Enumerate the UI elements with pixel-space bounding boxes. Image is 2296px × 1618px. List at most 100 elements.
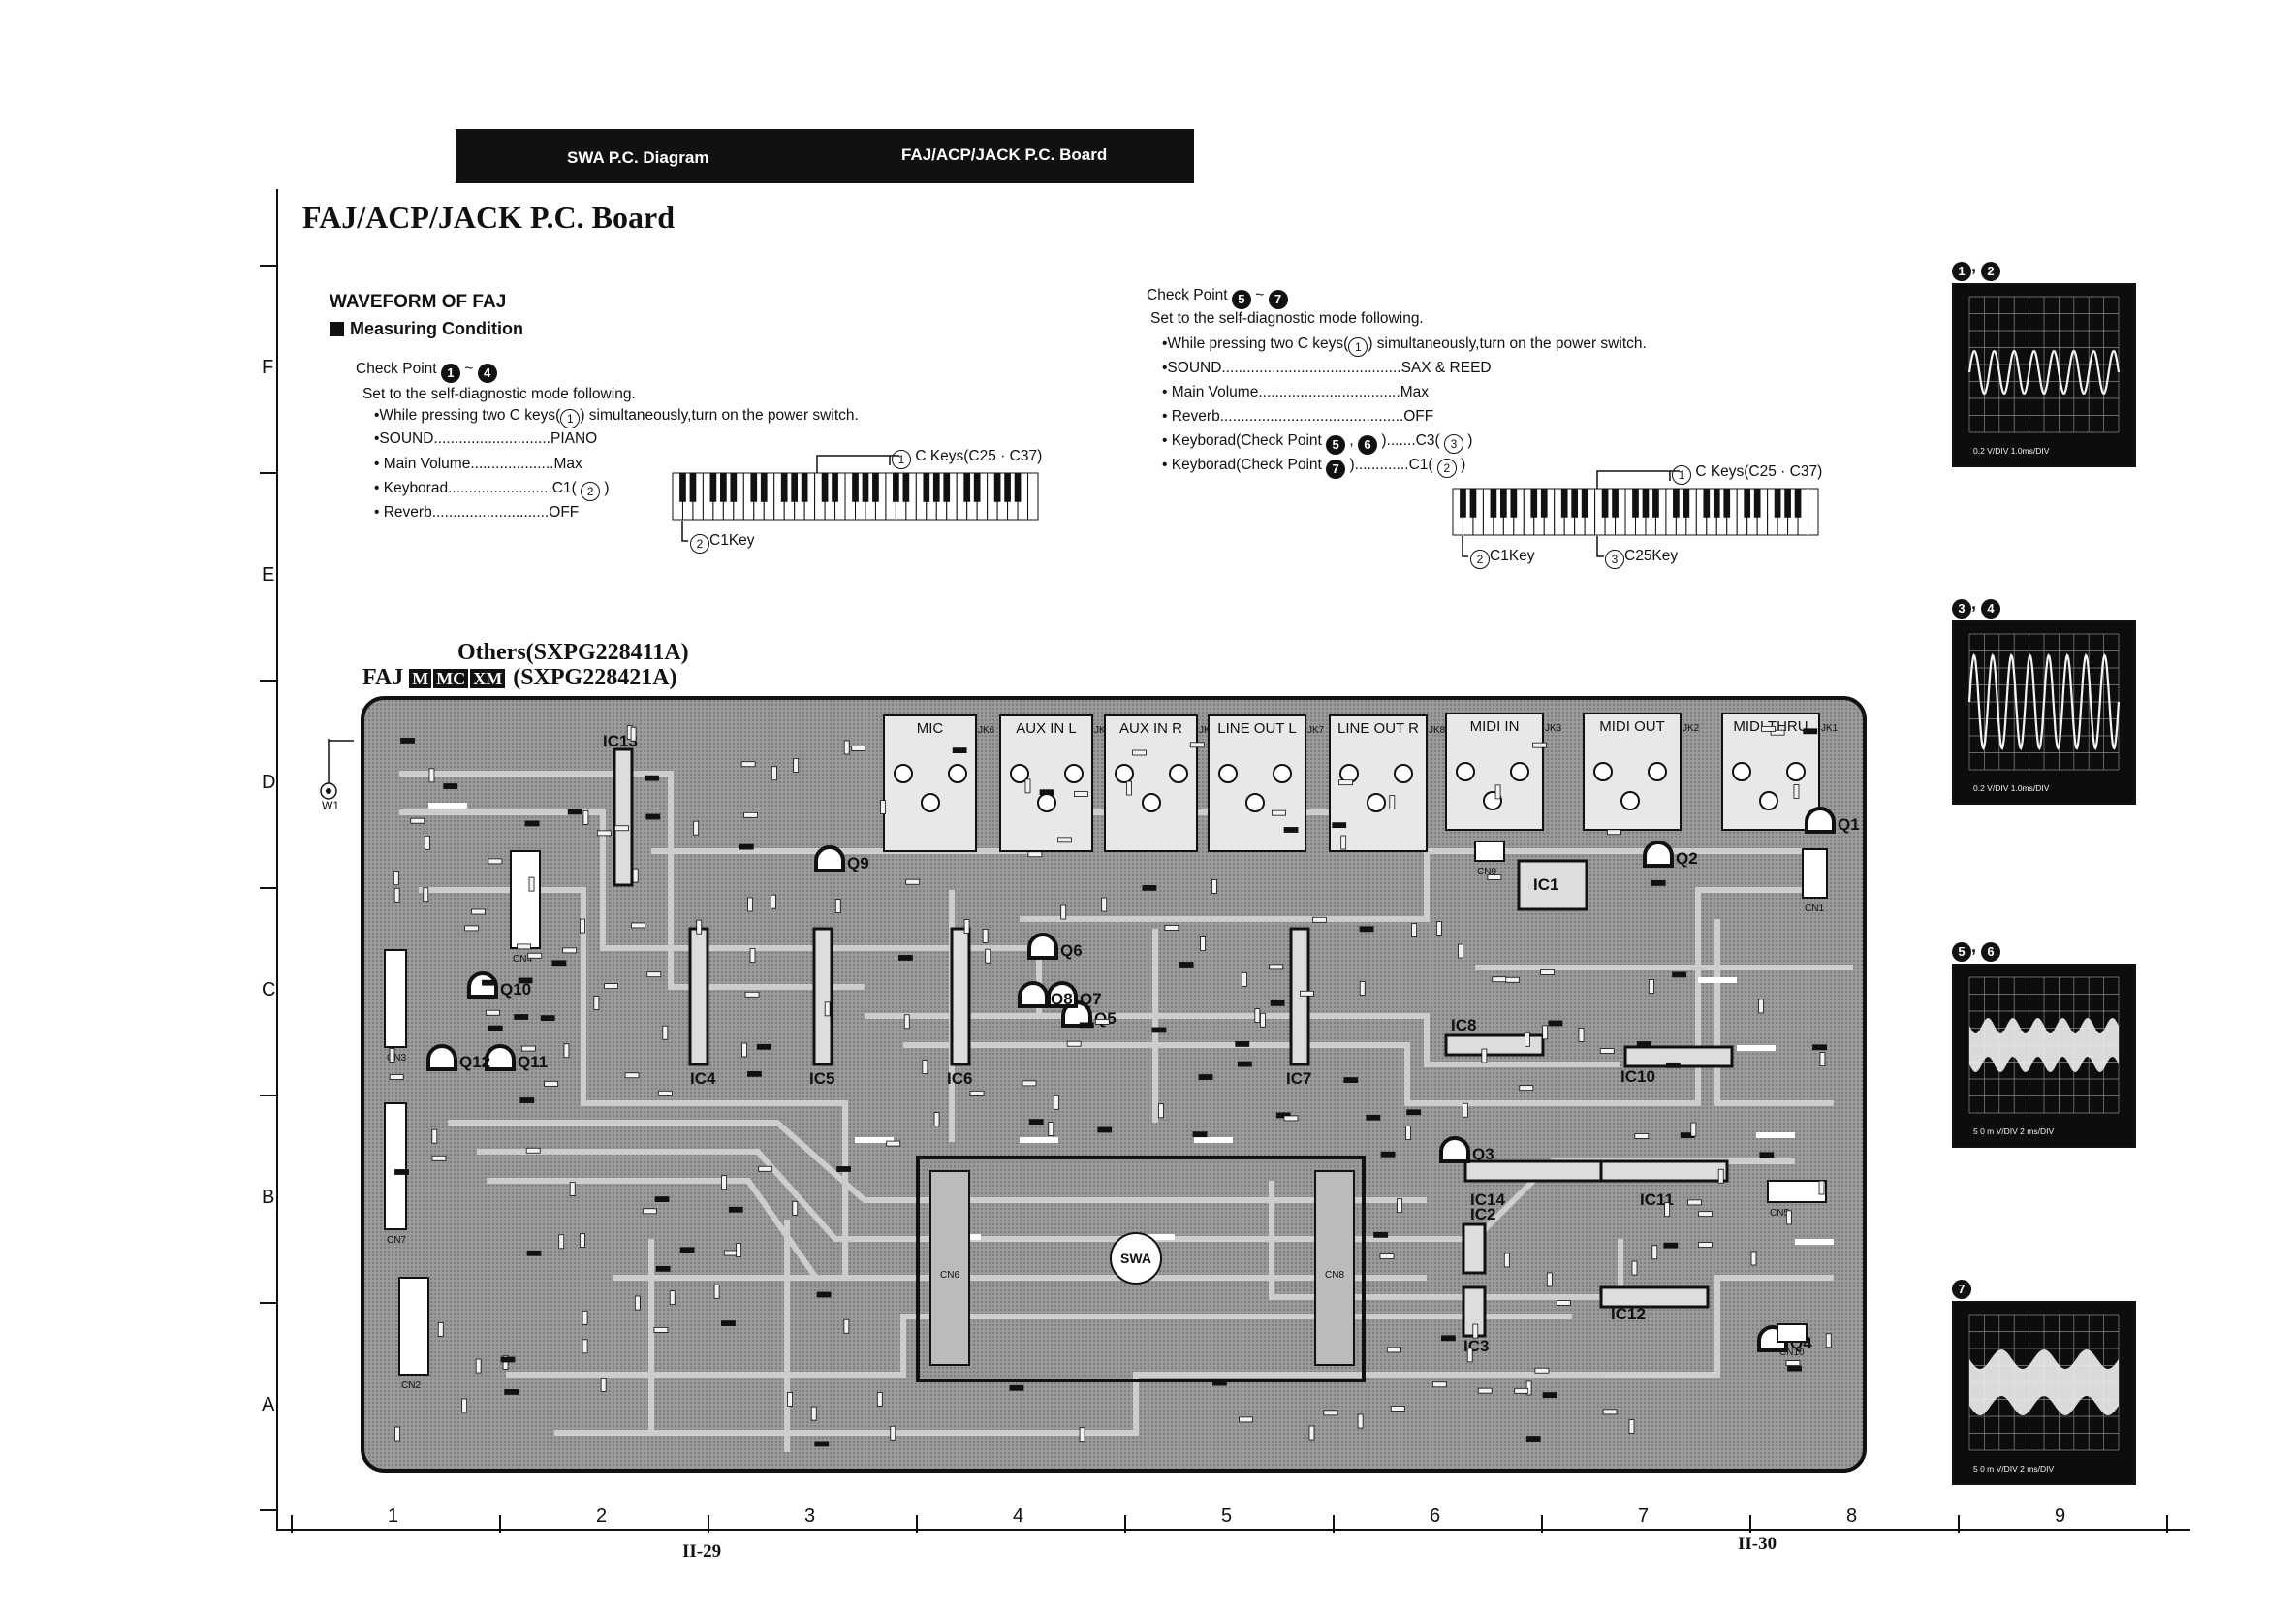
passive-component: [1556, 1300, 1571, 1306]
jack-id: JK7: [1307, 725, 1325, 736]
passive-component: [1094, 1018, 1110, 1025]
passive-component: [1269, 964, 1284, 970]
black-key: [1642, 489, 1650, 518]
black-key: [923, 473, 930, 502]
cp2-keyboard-7: • Keyborad(Check Point 7 ).............C…: [1162, 457, 1465, 479]
checkpoint-5-icon: 5: [1231, 290, 1251, 309]
black-key: [1683, 489, 1690, 518]
passive-component: [1211, 878, 1217, 894]
passive-component: [679, 1247, 695, 1253]
passive-component: [1260, 1012, 1266, 1028]
black-key: [1723, 489, 1731, 518]
passive-component: [1142, 884, 1157, 891]
grid-row-tick: [260, 1095, 277, 1096]
black-key: [1469, 489, 1477, 518]
square-bullet-icon: [330, 322, 344, 336]
jack-pin: [1648, 762, 1667, 781]
passive-component: [836, 1166, 851, 1172]
waveform-trace: [1967, 349, 2121, 396]
black-key: [1560, 489, 1568, 518]
passive-component: [1239, 1416, 1253, 1423]
passive-component: [1270, 999, 1285, 1006]
transistor-label: Q7: [1080, 990, 1102, 1008]
scope-readout: 0.2 V/DIV 1.0ms/DIV: [1973, 446, 2050, 456]
passive-component: [1503, 1253, 1510, 1268]
passive-component: [1308, 1425, 1315, 1441]
ic-label: IC5: [809, 1069, 834, 1088]
grid-col-8: 8: [1846, 1506, 1858, 1527]
ic-body: [1462, 1222, 1487, 1275]
black-key: [1014, 473, 1022, 502]
passive-component: [903, 1014, 910, 1030]
passive-component: [544, 1080, 559, 1087]
ic-body: [1444, 1033, 1545, 1057]
connector-label: CN8: [1325, 1270, 1344, 1281]
passive-component: [593, 996, 600, 1010]
jack-id: JK5: [1199, 725, 1216, 736]
passive-component: [517, 943, 531, 950]
jack-pin: [1510, 762, 1529, 781]
passive-component: [389, 1074, 404, 1080]
cp1-while-text: •While pressing two C keys(1) simultaneo…: [374, 407, 859, 428]
jack-pin: [1786, 762, 1806, 781]
passive-component: [1359, 981, 1366, 996]
grid-row-tick: [260, 472, 277, 474]
board-label-others: Others(SXPG228411A): [457, 640, 689, 665]
passive-component: [596, 830, 612, 837]
passive-component: [485, 1009, 500, 1016]
passive-component: [526, 1250, 542, 1256]
keyboard-diagram-1: [672, 455, 1039, 542]
passive-component: [394, 1169, 409, 1175]
passive-component: [514, 1014, 529, 1020]
jack-pin: [921, 793, 940, 812]
scope-readout: 5 0 m V/DIV 2 ms/DIV: [1973, 1464, 2054, 1474]
connector-label: CN1: [1805, 904, 1824, 914]
passive-component: [1458, 943, 1463, 959]
black-key: [720, 473, 727, 502]
jack-pin: [1218, 764, 1238, 783]
passive-component: [1242, 971, 1247, 987]
black-key: [679, 473, 686, 502]
passive-component: [504, 1389, 519, 1395]
passive-component: [1340, 835, 1347, 850]
black-key: [1581, 489, 1588, 518]
jack-label: MIDI OUT: [1599, 718, 1665, 735]
passive-component: [756, 1043, 771, 1050]
passive-component: [428, 768, 435, 783]
passive-component: [1380, 1151, 1396, 1158]
passive-component: [1158, 1103, 1164, 1119]
passive-component: [1690, 1122, 1697, 1137]
passive-component: [1525, 1031, 1530, 1047]
grid-row-tick: [260, 1302, 277, 1304]
grid-col-tick: [1749, 1515, 1751, 1533]
grid-col-tick: [1124, 1515, 1126, 1533]
jack-0: [883, 714, 977, 852]
passive-component: [580, 918, 585, 934]
passive-component: [524, 820, 540, 827]
grid-col-7: 7: [1638, 1506, 1650, 1527]
passive-component: [562, 947, 578, 954]
waveform-trace: [1969, 1349, 2119, 1415]
white-key: [1808, 488, 1819, 536]
passive-component: [1785, 1360, 1801, 1367]
passive-component: [758, 1165, 773, 1172]
grid-row-tick: [260, 680, 277, 682]
connector-label: CN4: [513, 954, 532, 965]
passive-component: [624, 1072, 640, 1079]
passive-component: [551, 960, 567, 967]
passive-component: [580, 1233, 585, 1249]
passive-component: [1406, 1109, 1422, 1116]
passive-component: [642, 1208, 657, 1215]
checkpoint-1-4: Check Point 1 ~ 4: [356, 361, 497, 383]
passive-component: [1761, 725, 1776, 732]
black-key: [689, 473, 697, 502]
passive-component: [645, 813, 661, 820]
black-key: [1540, 489, 1548, 518]
passive-component: [1300, 990, 1314, 997]
oscilloscope-screen-2: 0.2 V/DIV 1.0ms/DIV: [1952, 620, 2136, 805]
connector-body: [1777, 1323, 1808, 1343]
passive-component: [614, 825, 629, 832]
passive-component: [1441, 1335, 1456, 1342]
passive-component: [1435, 921, 1442, 936]
